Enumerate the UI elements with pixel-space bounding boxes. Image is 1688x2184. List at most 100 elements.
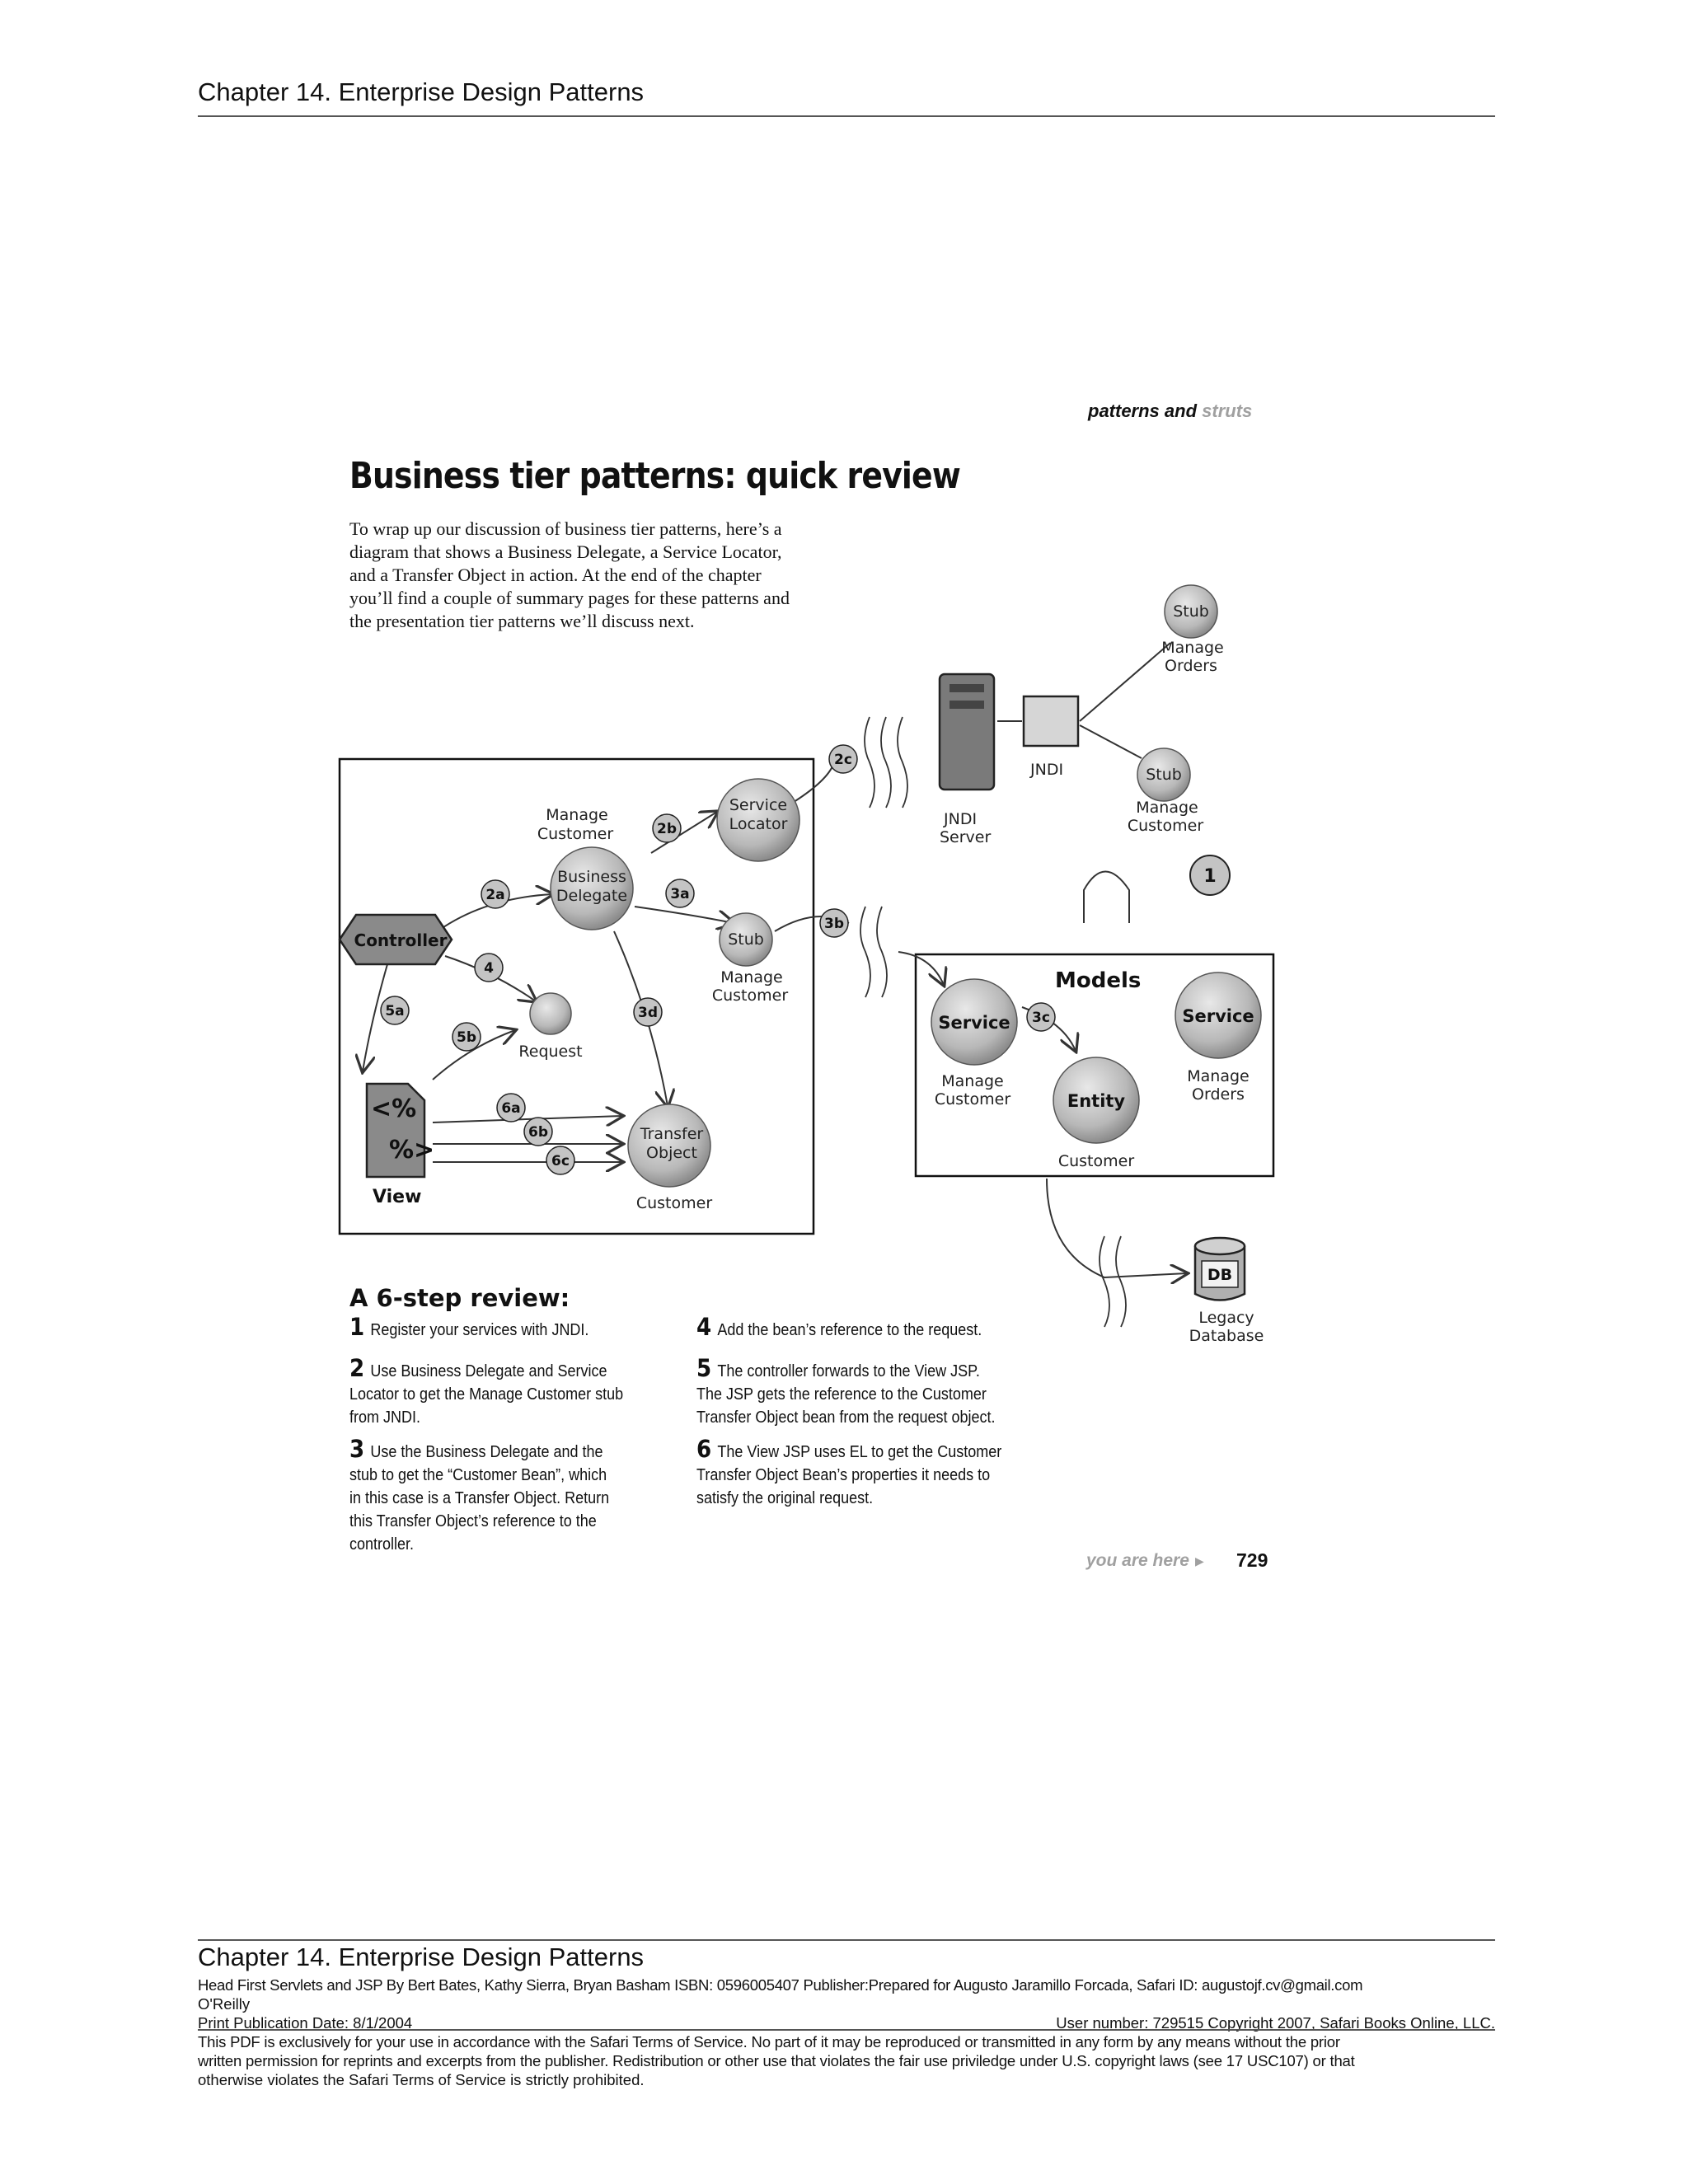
step-text: The controller forwards to the View JSP. <box>717 1362 980 1380</box>
step-text: Transfer Object bean from the request ob… <box>696 1406 1038 1429</box>
request-caption: Request <box>518 1043 582 1061</box>
badge-3c: 3c <box>1027 1003 1055 1031</box>
svg-text:2b: 2b <box>657 821 677 837</box>
jndi-server-icon <box>940 674 994 790</box>
service-orders-caption-2: Orders <box>1192 1085 1245 1104</box>
step-text: Transfer Object Bean’s properties it nee… <box>696 1464 1038 1487</box>
step-text: Use the Business Delegate and the <box>370 1443 603 1461</box>
service-customer-title: Service <box>938 1013 1010 1033</box>
service-orders-title: Service <box>1182 1006 1254 1026</box>
review-step-4: 4 Add the bean’s reference to the request… <box>696 1315 1038 1342</box>
review-heading: A 6-step review: <box>349 1284 570 1312</box>
jndi-registry-icon <box>1024 696 1078 746</box>
stub-local-title: Stub <box>728 930 764 949</box>
business-delegate-title-2: Delegate <box>556 887 627 905</box>
arrow-register <box>1084 872 1129 924</box>
step-text: Add the bean’s reference to the request. <box>717 1321 982 1339</box>
stub-orders-title: Stub <box>1173 602 1209 621</box>
svg-text:6c: 6c <box>551 1153 570 1169</box>
badge-4: 4 <box>475 954 503 982</box>
footer-terms-line: otherwise violates the Safari Terms of S… <box>198 2070 1495 2089</box>
jndi-server-caption-2: Server <box>940 828 991 846</box>
badge-1: 1 <box>1190 855 1230 895</box>
arrow-db <box>1047 1179 1187 1277</box>
models-title: Models <box>1055 968 1141 993</box>
review-step-6: 6 The View JSP uses EL to get the Custome… <box>696 1437 1038 1510</box>
step-text: Register your services with JNDI. <box>370 1321 588 1339</box>
review-step-2: 2Use Business Delegate and Service Locat… <box>349 1357 661 1429</box>
svg-text:5a: 5a <box>385 1003 404 1019</box>
footer-terms-line: written permission for reprints and exce… <box>198 2051 1495 2070</box>
step-number: 4 <box>696 1313 711 1341</box>
service-customer-caption-2: Customer <box>935 1090 1010 1108</box>
business-delegate-caption-2: Customer <box>537 825 613 843</box>
service-orders-caption-1: Manage <box>1187 1067 1249 1085</box>
svg-text:6a: 6a <box>501 1100 520 1117</box>
database-icon: DB <box>1195 1238 1245 1301</box>
stub-customer-title: Stub <box>1146 766 1182 784</box>
service-locator-title-1: Service <box>729 796 787 814</box>
step-text: The View JSP uses EL to get the Customer <box>717 1443 1001 1461</box>
view-jsp-icon: <% %> <box>367 1084 434 1177</box>
badge-2b: 2b <box>653 814 681 842</box>
transfer-object-caption: Customer <box>636 1194 712 1212</box>
jndi-caption: JNDI <box>1029 761 1063 779</box>
step-text: this Transfer Object’s reference to the <box>349 1510 661 1533</box>
step-number: 2 <box>349 1354 364 1382</box>
step-text: controller. <box>349 1533 661 1556</box>
svg-text:2a: 2a <box>485 887 504 903</box>
jndi-server-caption-1: JNDI <box>943 810 977 828</box>
badge-2c: 2c <box>829 745 857 773</box>
stub-orders-caption-2: Orders <box>1165 657 1217 675</box>
view-close-tag: %> <box>389 1136 434 1165</box>
step-text: stub to get the “Customer Bean”, which <box>349 1464 661 1487</box>
view-open-tag: <% <box>371 1094 416 1123</box>
review-step-3: 3 Use the Business Delegate and the stub … <box>349 1437 661 1556</box>
db-caption-2: Database <box>1189 1327 1264 1345</box>
step-number: 6 <box>696 1435 711 1463</box>
stub-orders-caption-1: Manage <box>1161 639 1223 657</box>
transfer-object-title-1: Transfer <box>640 1125 704 1143</box>
entity-title: Entity <box>1067 1091 1126 1111</box>
svg-text:2c: 2c <box>834 752 852 768</box>
stub-local-caption-1: Manage <box>720 968 782 987</box>
step-text: in this case is a Transfer Object. Retur… <box>349 1487 661 1510</box>
footer-rule-bottom <box>198 2029 1495 2031</box>
badge-2a: 2a <box>481 880 509 908</box>
view-caption: View <box>373 1187 421 1207</box>
badge-3a: 3a <box>666 879 694 907</box>
svg-text:1: 1 <box>1203 866 1216 887</box>
footer-terms-line: This PDF is exclusively for your use in … <box>198 2032 1495 2051</box>
arrow-3a <box>635 907 734 923</box>
transfer-object-title-2: Object <box>646 1144 697 1162</box>
you-are-here-label: you are here <box>1086 1551 1189 1571</box>
badge-5b: 5b <box>452 1023 481 1051</box>
badge-5a: 5a <box>381 996 409 1024</box>
db-caption-1: Legacy <box>1198 1309 1254 1327</box>
svg-text:3c: 3c <box>1032 1010 1050 1026</box>
svg-text:6b: 6b <box>528 1124 548 1141</box>
svg-text:3a: 3a <box>670 886 689 902</box>
arrow-6a <box>433 1116 622 1122</box>
line-jndi-orders <box>1080 643 1170 721</box>
page-number: 729 <box>1236 1549 1268 1572</box>
stub-customer-caption-1: Manage <box>1136 799 1198 817</box>
business-delegate-title-1: Business <box>557 868 626 886</box>
svg-text:4: 4 <box>484 960 494 977</box>
badge-3b: 3b <box>820 909 848 937</box>
footer-book-line: Head First Servlets and JSP By Bert Bate… <box>198 1975 1495 1994</box>
footer-rule-top <box>198 1939 1495 1941</box>
badge-3d: 3d <box>634 998 662 1026</box>
entity-caption: Customer <box>1058 1152 1134 1170</box>
arrow-3b <box>898 952 944 985</box>
service-customer-caption-1: Manage <box>941 1072 1003 1090</box>
badge-6b: 6b <box>524 1118 552 1146</box>
db-title: DB <box>1207 1266 1232 1284</box>
step-number: 3 <box>349 1435 364 1463</box>
step-text: from JNDI. <box>349 1406 661 1429</box>
badge-6a: 6a <box>497 1094 525 1122</box>
step-text: Use Business Delegate and Service <box>370 1362 607 1380</box>
